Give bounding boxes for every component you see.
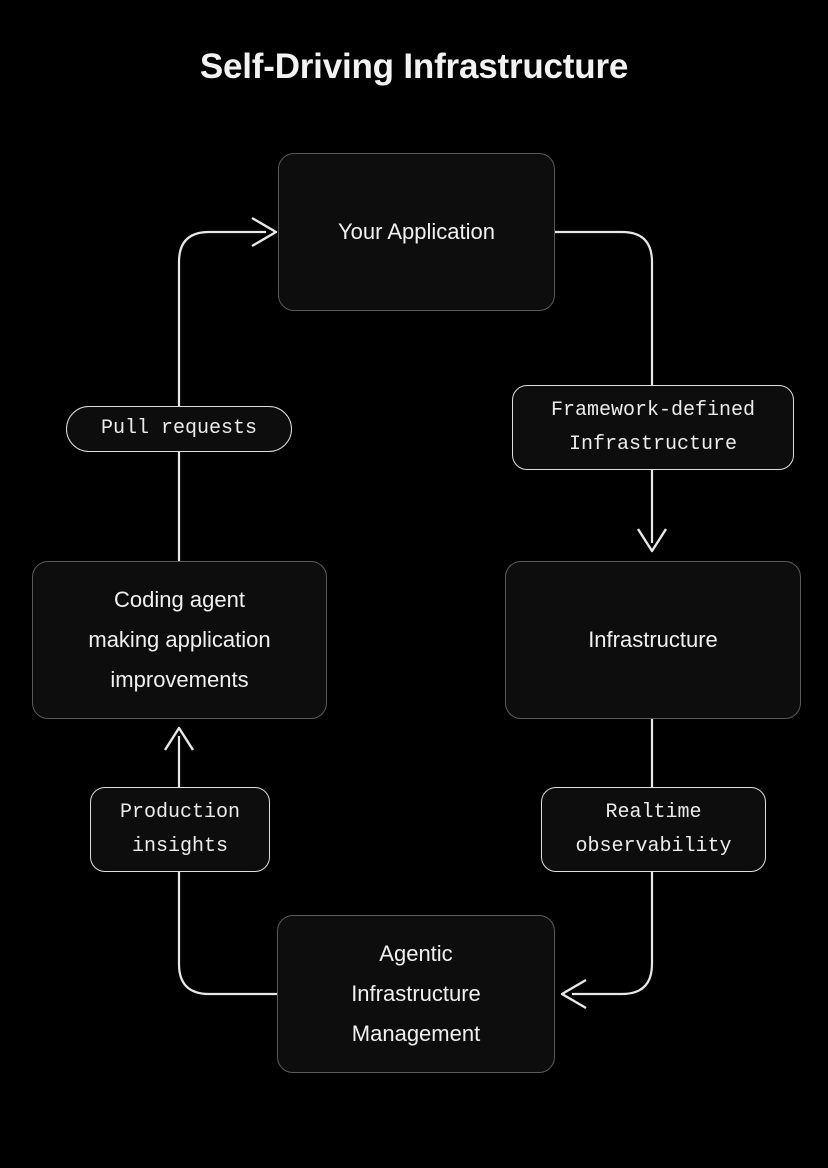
edge-infrastructure-to-agentic <box>572 719 654 996</box>
node-infrastructure[interactable]: Infrastructure <box>505 561 801 719</box>
edge-agentic-to-coding-agent <box>177 736 277 996</box>
edge-label-realtime-observability[interactable]: Realtime observability <box>541 787 766 872</box>
edge-label-pull-requests-text: Pull requests <box>100 417 258 440</box>
node-agentic-infrastructure-management-label: Agentic Infrastructure Management <box>351 941 481 1046</box>
edge-label-realtime-observability-text: Realtime observability <box>575 800 732 858</box>
node-your-application-label: Your Application <box>338 219 495 244</box>
node-coding-agent[interactable]: Coding agent making application improvem… <box>32 561 327 719</box>
page-title: Self-Driving Infrastructure <box>199 47 629 86</box>
edge-label-framework-defined-infrastructure-text: Framework-defined Infrastructure <box>550 398 756 456</box>
arrowhead-into-your-application <box>251 216 278 248</box>
edge-label-production-insights-text: Production insights <box>119 800 241 858</box>
arrowhead-into-coding-agent <box>163 726 195 751</box>
arrowhead-into-infrastructure <box>636 528 668 553</box>
arrowhead-into-agentic <box>560 978 587 1010</box>
edge-label-production-insights[interactable]: Production insights <box>90 787 270 872</box>
node-agentic-infrastructure-management[interactable]: Agentic Infrastructure Management <box>277 915 555 1073</box>
edge-label-framework-defined-infrastructure[interactable]: Framework-defined Infrastructure <box>512 385 794 470</box>
edge-label-pull-requests[interactable]: Pull requests <box>66 406 292 452</box>
node-coding-agent-label: Coding agent making application improvem… <box>88 587 271 692</box>
node-your-application[interactable]: Your Application <box>278 153 555 311</box>
node-infrastructure-label: Infrastructure <box>588 627 718 652</box>
edge-app-to-infrastructure <box>555 230 654 543</box>
edge-coding-agent-to-app <box>177 230 266 561</box>
